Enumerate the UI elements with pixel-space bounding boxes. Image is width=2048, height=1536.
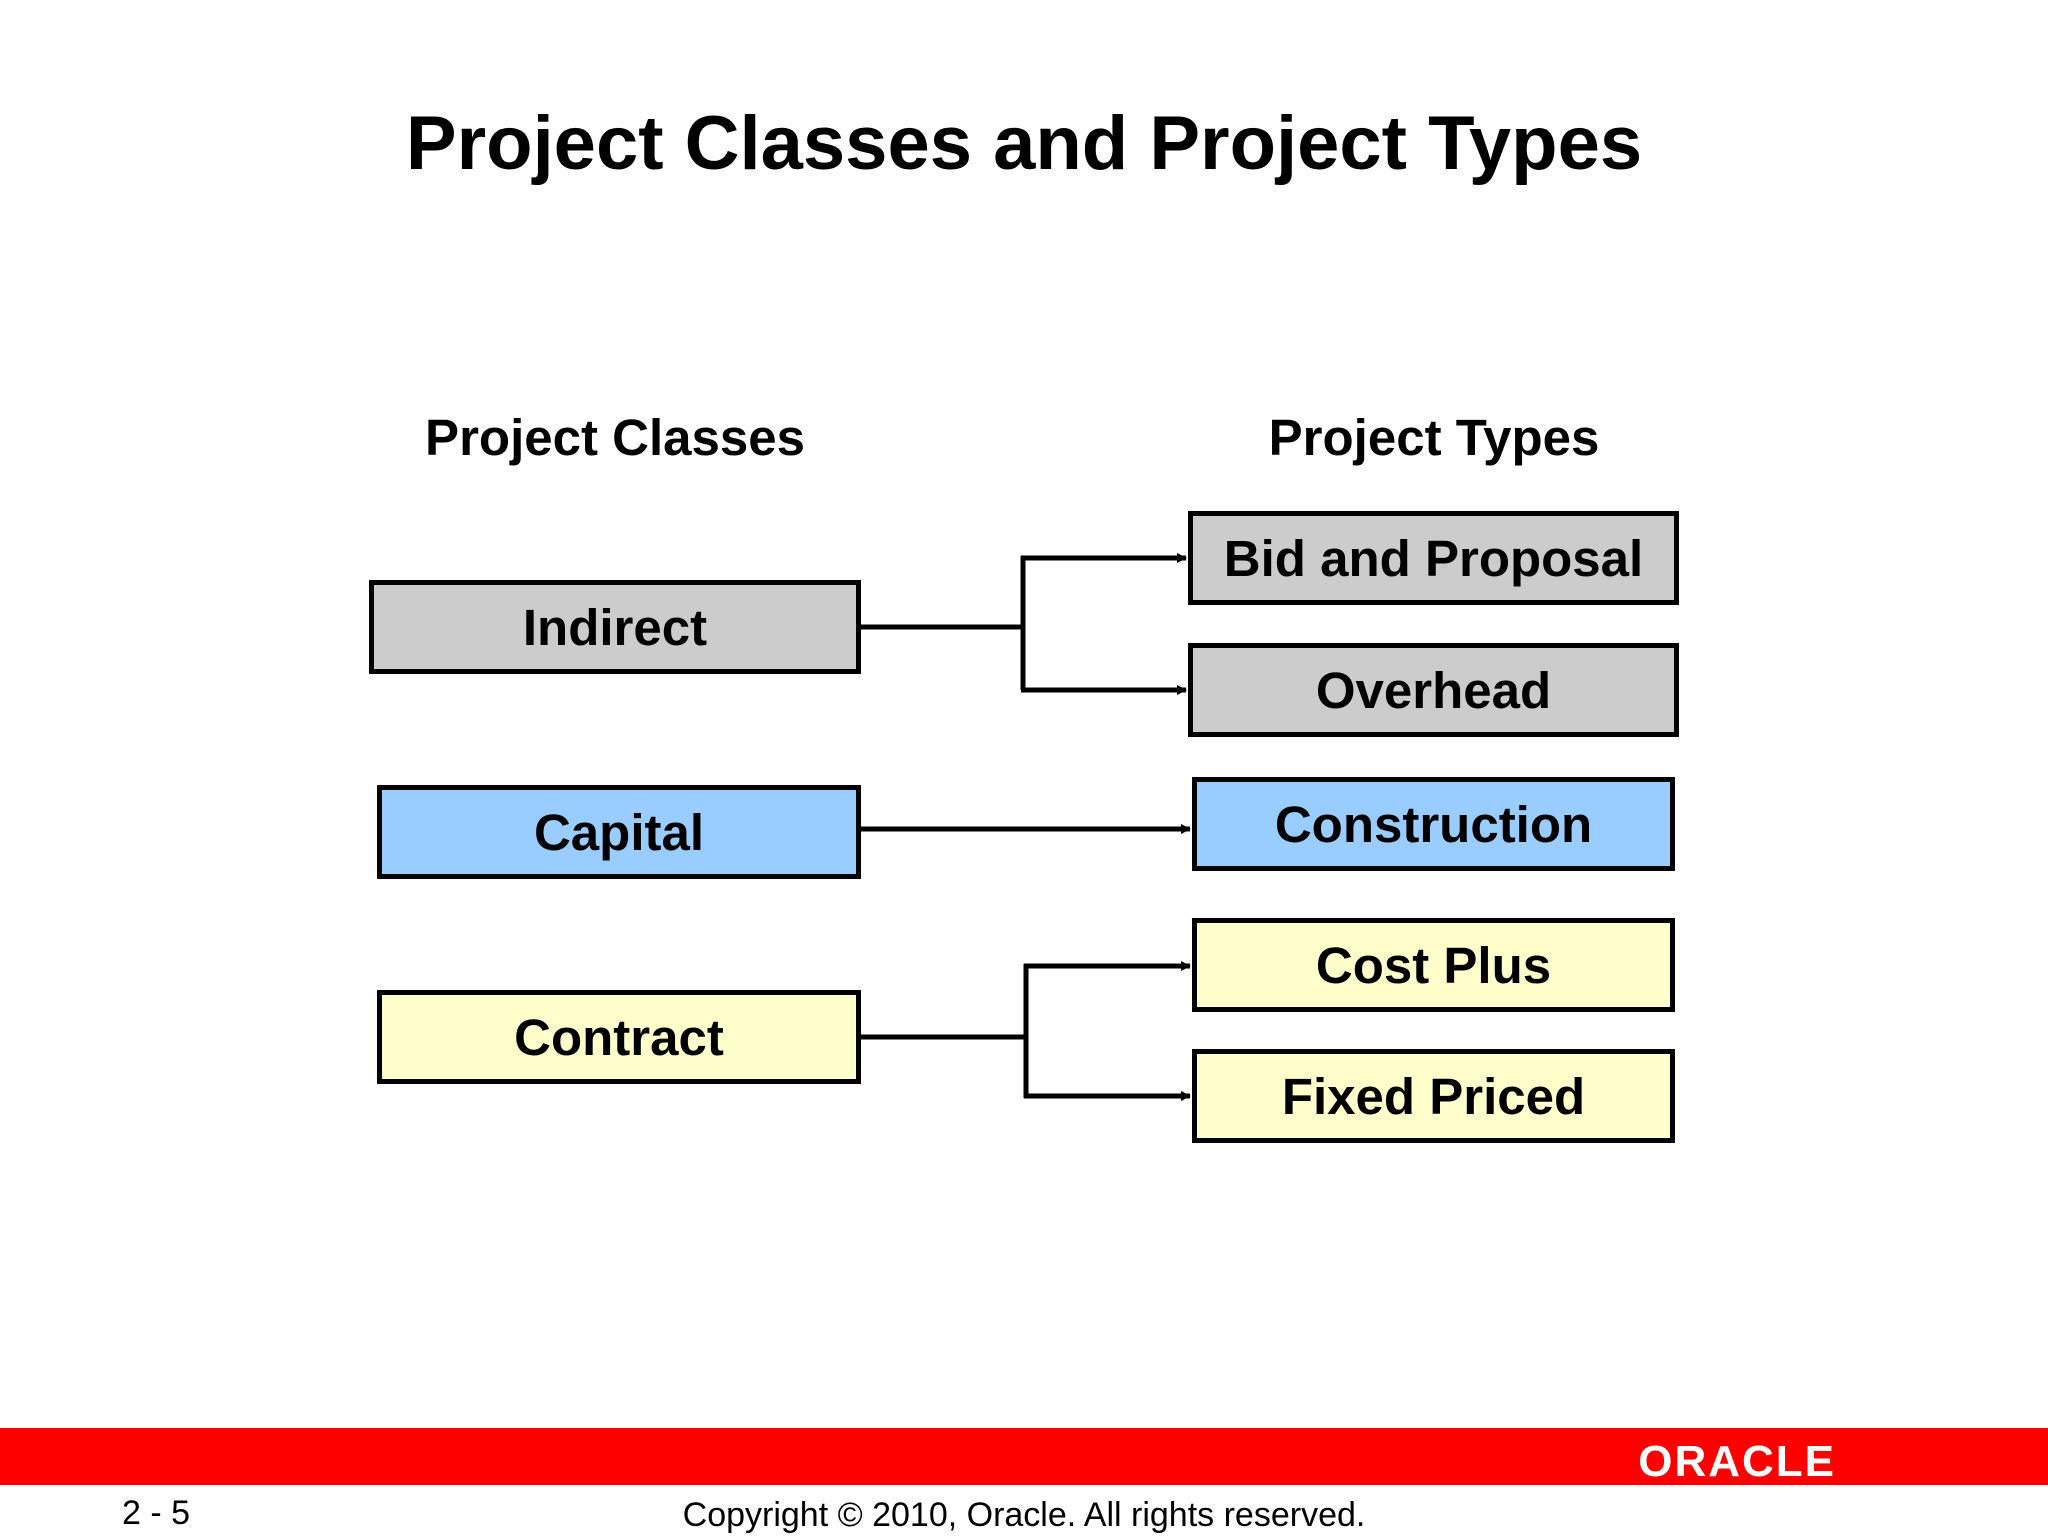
class-box-indirect: Indirect	[369, 580, 861, 674]
type-box-cost-plus: Cost Plus	[1192, 918, 1675, 1012]
slide-title: Project Classes and Project Types	[405, 101, 1643, 186]
type-box-fixed-priced: Fixed Priced	[1192, 1049, 1675, 1143]
oracle-logo: ORACLE	[1638, 1437, 1836, 1486]
page-number: 2 - 5	[122, 1494, 191, 1532]
class-box-contract: Contract	[377, 990, 861, 1084]
type-box-bid-and-proposal: Bid and Proposal	[1188, 511, 1679, 605]
copyright-notice: Copyright © 2010, Oracle. All rights res…	[682, 1496, 1366, 1534]
type-box-construction: Construction	[1192, 777, 1675, 871]
type-box-overhead: Overhead	[1188, 643, 1679, 737]
classes-heading: Project Classes	[425, 409, 805, 466]
footer-bar	[0, 1428, 2048, 1485]
class-box-capital: Capital	[377, 785, 861, 879]
types-heading: Project Types	[1268, 409, 1600, 466]
